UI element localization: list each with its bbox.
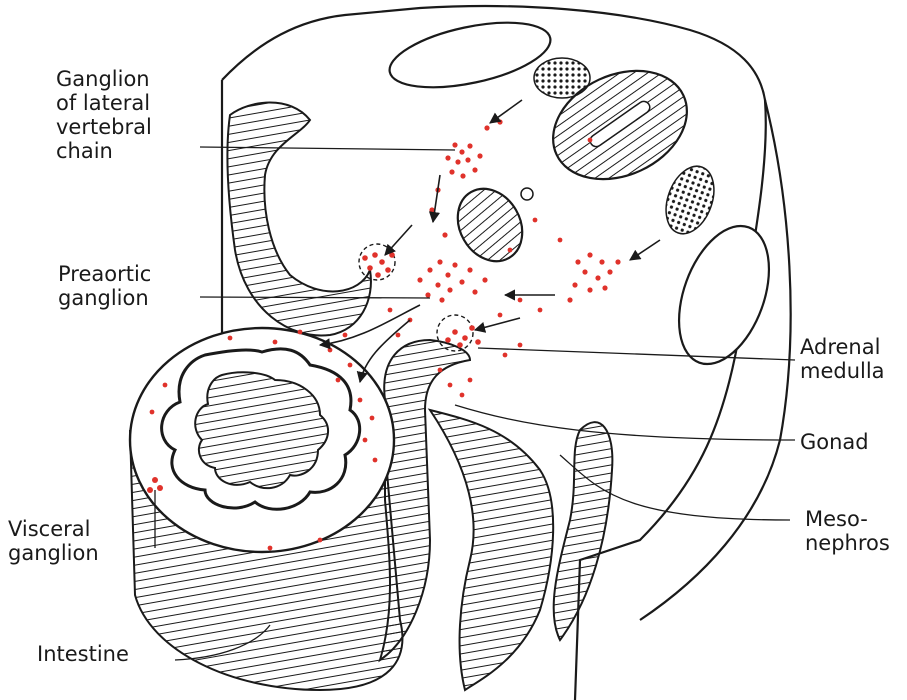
label-visceral: Visceral ganglion (8, 517, 99, 565)
label-gonad: Gonad (800, 430, 869, 454)
label-ganglion-lateral: Ganglion of lateral vertebral chain (56, 67, 152, 163)
intestine (130, 328, 402, 690)
label-mesonephros: Meso- nephros (805, 507, 890, 555)
label-intestine: Intestine (37, 642, 129, 666)
label-adrenal: Adrenal medulla (800, 335, 885, 383)
left-body-wall (228, 103, 395, 336)
label-preaortic: Preaortic ganglion (58, 262, 151, 310)
dorsal-structures (384, 11, 786, 377)
